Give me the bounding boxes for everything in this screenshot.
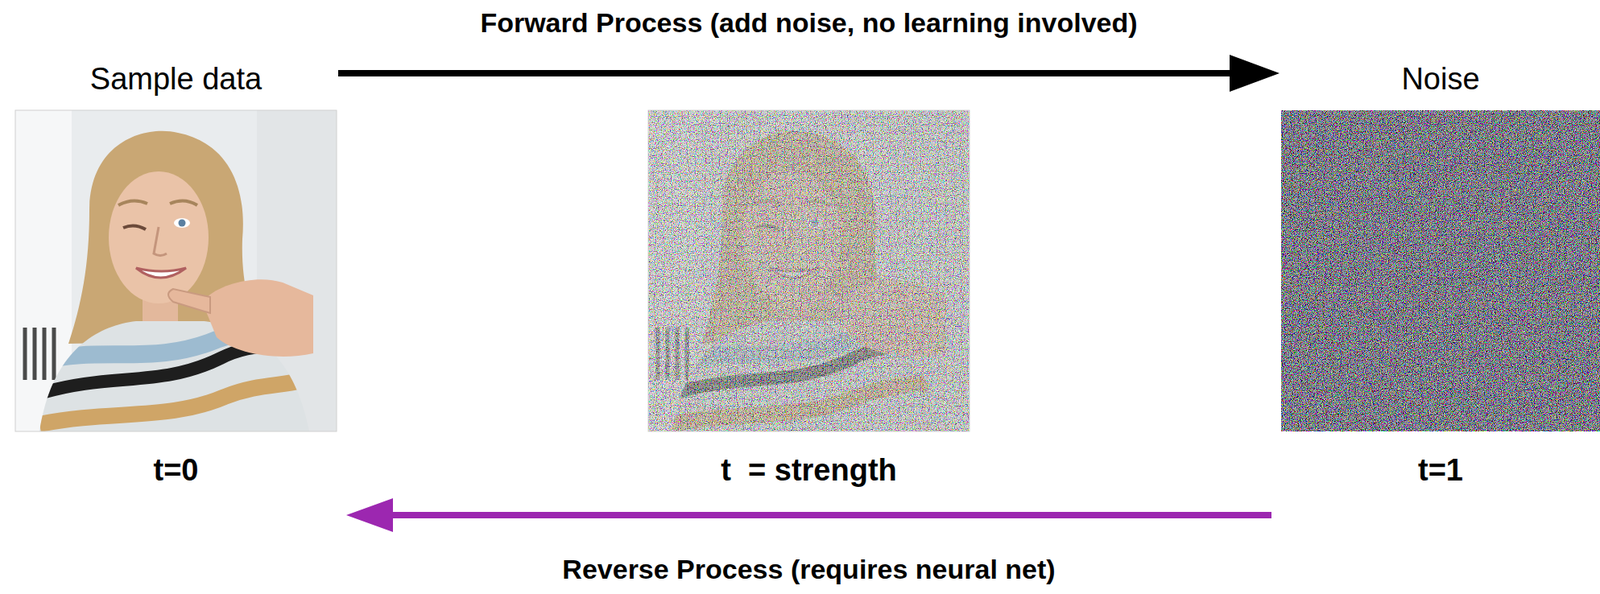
arrow-shaft xyxy=(391,512,1272,519)
process-label: Forward Process (add noise, no learning … xyxy=(475,6,1142,40)
sample-image xyxy=(15,110,337,432)
arrow-shaft xyxy=(338,70,1232,77)
noise-image xyxy=(1281,110,1600,432)
noisy-image xyxy=(648,110,970,432)
sample-image xyxy=(15,110,337,432)
image-panel: Sample data t=0 xyxy=(15,56,337,536)
sample-image xyxy=(15,110,337,432)
noisy-image xyxy=(648,110,970,432)
image-panel: t = strength xyxy=(648,96,970,500)
process-arrow xyxy=(346,498,1272,533)
arrow-head xyxy=(346,498,393,533)
noisy-image xyxy=(648,110,970,432)
time-label: t=1 xyxy=(1418,452,1464,490)
time-label: t = strength xyxy=(720,452,898,490)
panel-heading: Sample data xyxy=(90,61,262,99)
time-label: t=0 xyxy=(153,452,199,490)
process-label: Reverse Process (requires neural net) xyxy=(557,553,1060,587)
arrow-head xyxy=(1229,54,1280,92)
noisy-image xyxy=(648,110,970,432)
noise-image xyxy=(1281,110,1600,432)
panel-heading: Noise xyxy=(1401,61,1480,99)
image-panel: Noise t=1 xyxy=(1281,56,1600,536)
process-arrow xyxy=(338,54,1280,92)
